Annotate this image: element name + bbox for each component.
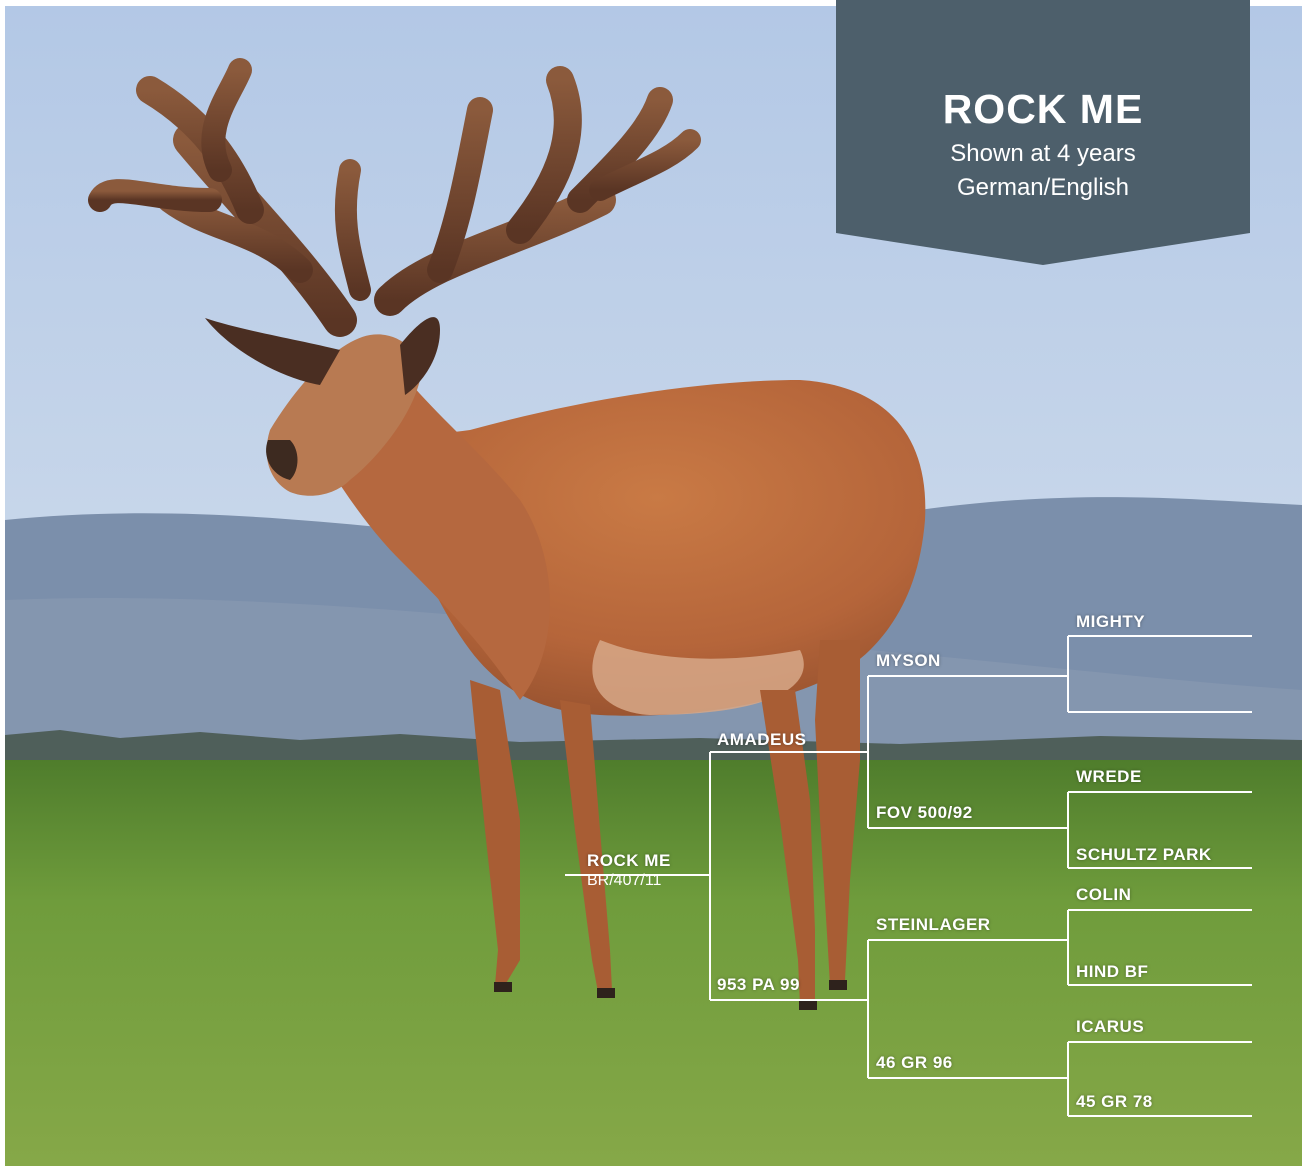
antlers (88, 58, 701, 337)
deer-ear-left (205, 318, 340, 385)
pedigree-subject-code: BR/407/11 (587, 872, 662, 889)
pedigree-ggp-hind-bf: HIND BF (1076, 962, 1149, 981)
pedigree-ggp-schultz-park: SCHULTZ PARK (1076, 845, 1212, 864)
title-banner: ROCK ME Shown at 4 years German/English (836, 0, 1250, 265)
banner-breed: German/English (956, 174, 1130, 201)
deer-ear-right (400, 317, 440, 395)
pedigree-dam: 953 PA 99 (717, 975, 800, 994)
pedigree-sire: AMADEUS (717, 730, 807, 749)
pedigree-dam-dam: 46 GR 96 (876, 1053, 953, 1072)
pedigree-dam-sire: STEINLAGER (876, 915, 991, 934)
pedigree-ggp-45-gr-78: 45 GR 78 (1076, 1092, 1153, 1111)
banner-age: Shown at 4 years (950, 140, 1136, 167)
pedigree-subject-name: ROCK ME (587, 851, 671, 870)
deer-legs (470, 640, 860, 1005)
pedigree-ggp-colin: COLIN (1076, 885, 1132, 904)
pedigree-sire-sire: MYSON (876, 651, 941, 670)
pedigree-ggp-mighty: MIGHTY (1076, 612, 1146, 631)
pedigree-sire-dam: FOV 500/92 (876, 803, 973, 822)
banner-title: ROCK ME (942, 86, 1144, 132)
deer-head (266, 334, 421, 496)
grass (5, 760, 1302, 1166)
pedigree-ggp-wrede: WREDE (1076, 767, 1142, 786)
pedigree-ggp-icarus: ICARUS (1076, 1017, 1145, 1036)
